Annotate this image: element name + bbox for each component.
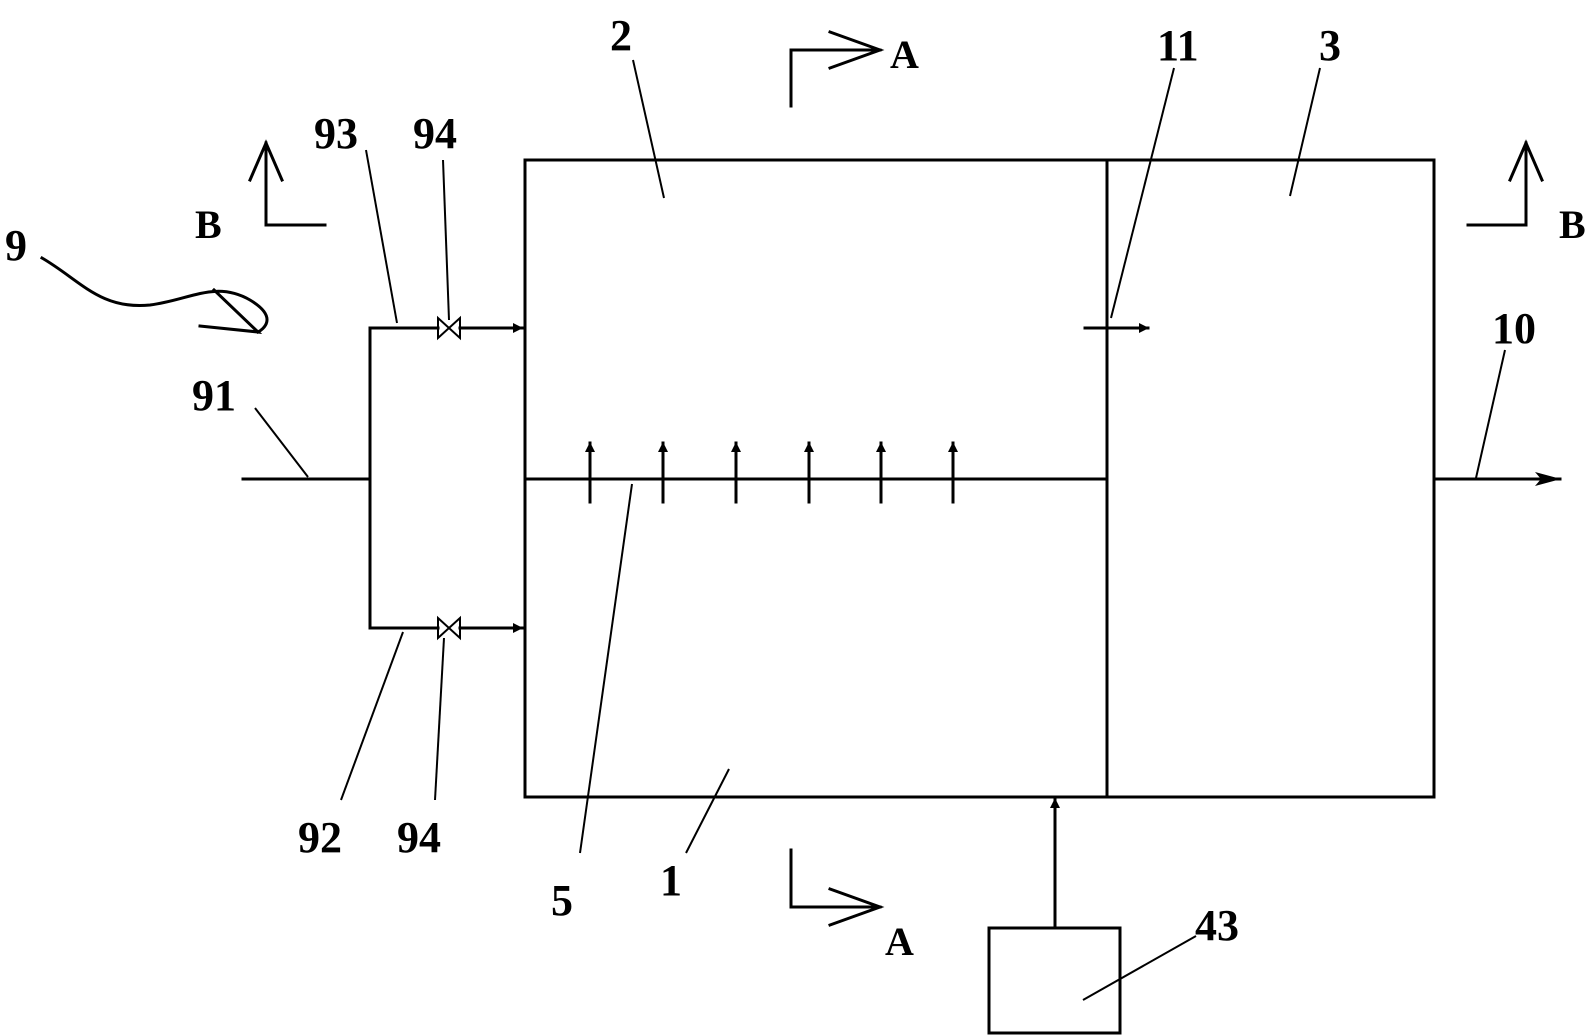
label-11: 11	[1157, 21, 1199, 70]
label-2: 2	[610, 11, 632, 60]
label-5: 5	[551, 876, 573, 925]
leader-94-bottom	[434, 637, 445, 801]
label-91: 91	[192, 371, 236, 420]
label-10: 10	[1492, 304, 1536, 353]
blower-box	[987, 926, 1122, 1035]
section-letter-a-top: A	[890, 32, 919, 77]
label-43: 43	[1195, 901, 1239, 950]
leader-2	[632, 59, 665, 199]
label-1: 1	[660, 856, 682, 905]
leader-91	[254, 407, 309, 478]
leader-1	[685, 768, 730, 854]
leader-3	[1289, 67, 1321, 197]
leader-94-top	[442, 159, 450, 321]
section-letter-b-right: B	[1559, 202, 1586, 247]
label-9: 9	[5, 221, 27, 270]
label-92: 92	[298, 813, 342, 862]
leader-11	[1110, 67, 1175, 319]
section-letter-b-left: B	[195, 202, 222, 247]
section-mark-b-left	[248, 139, 327, 227]
leader-10	[1475, 349, 1506, 479]
leader-43	[1082, 935, 1197, 1001]
label-93: 93	[314, 109, 358, 158]
section-mark-b-right	[1466, 139, 1544, 227]
section-letter-a-bottom: A	[885, 919, 914, 964]
valve-icon	[437, 315, 461, 341]
label-3: 3	[1319, 21, 1341, 70]
leader-93	[365, 149, 398, 324]
section-mark-a-top	[789, 30, 885, 108]
wavy-pointer	[39, 255, 269, 335]
wavy-pointer-head	[198, 287, 263, 334]
leader-lines	[254, 59, 1506, 1001]
plate-flow-arrows	[585, 441, 958, 504]
label-94-top: 94	[413, 109, 457, 158]
valve-icon	[437, 615, 461, 641]
leader-92	[340, 631, 404, 801]
label-94-bottom: 94	[397, 813, 441, 862]
section-mark-a-bottom	[789, 848, 885, 927]
leader-5	[579, 483, 633, 854]
